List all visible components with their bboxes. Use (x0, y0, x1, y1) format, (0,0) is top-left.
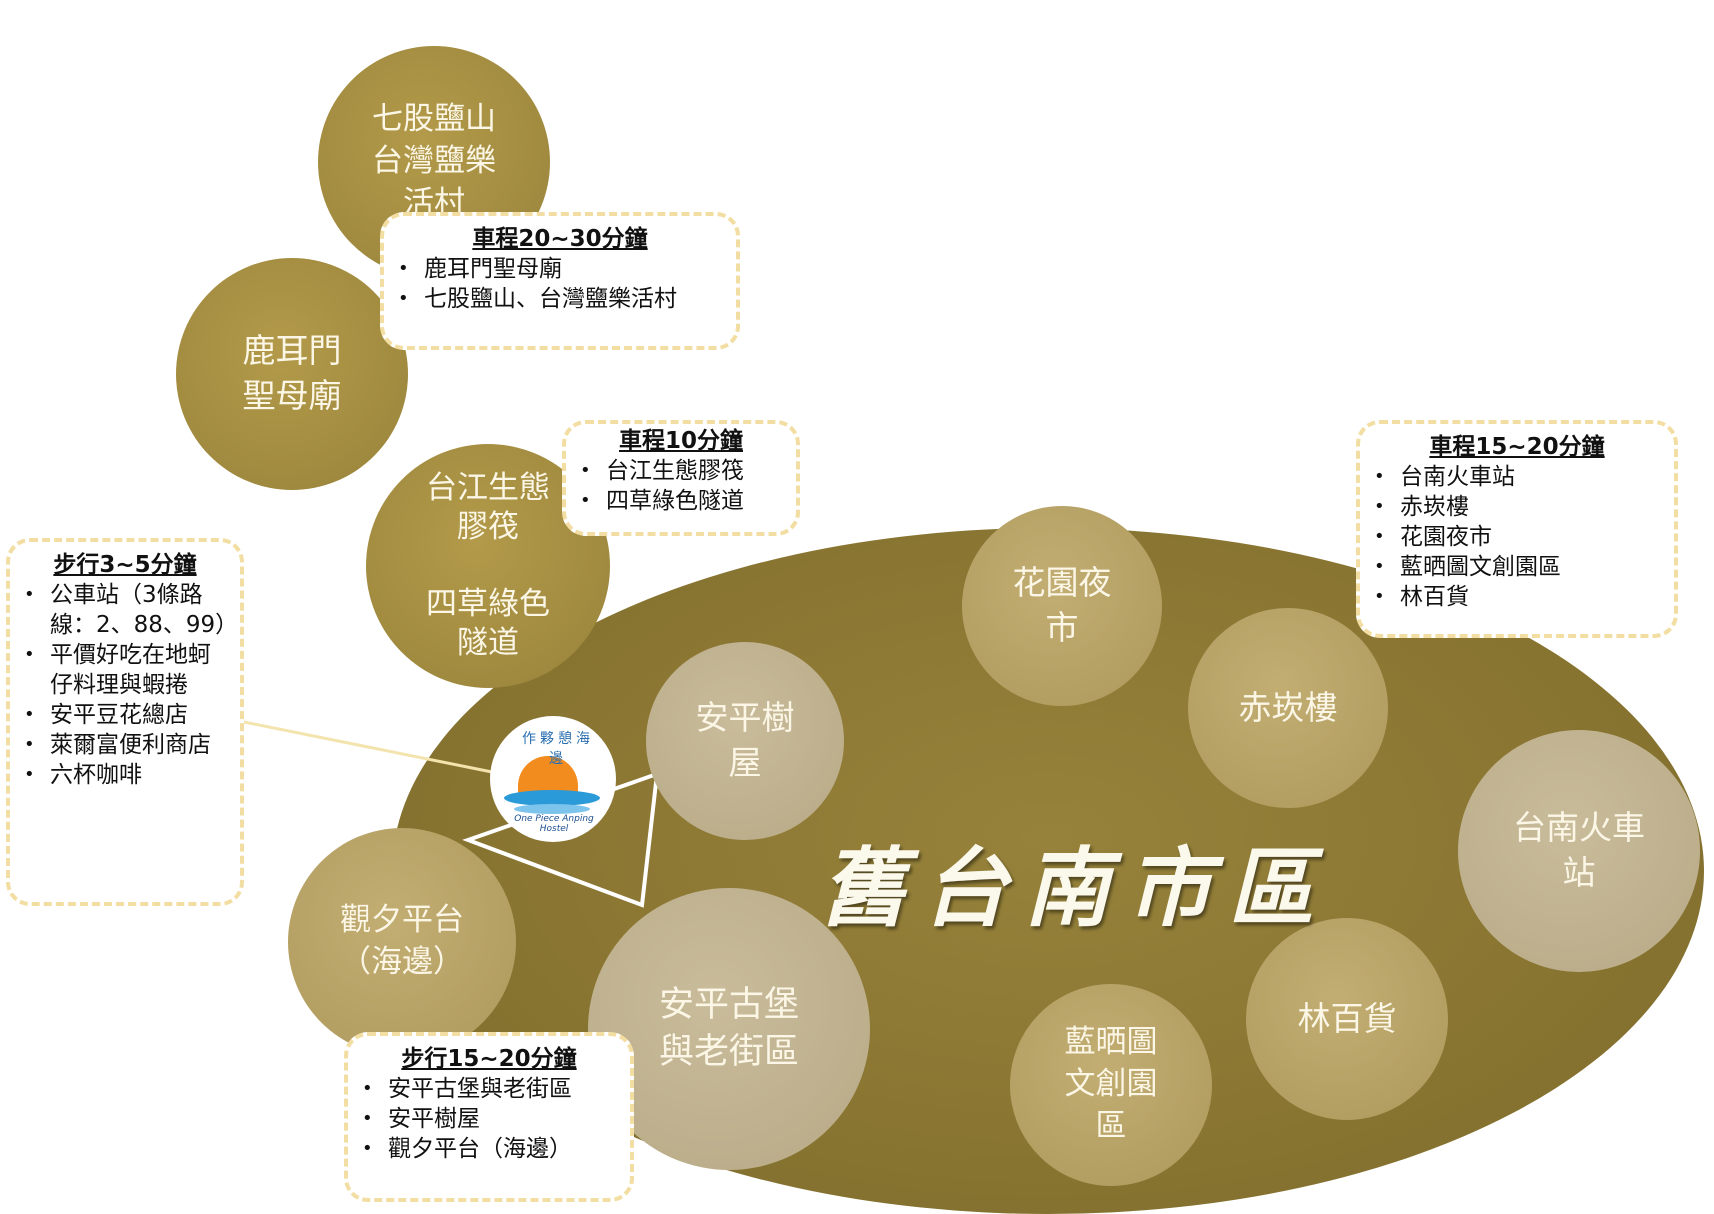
wave-icon (514, 804, 590, 814)
box-drive-20-30: 車程20~30分鐘 鹿耳門聖母廟 七股鹽山、台灣鹽樂活村 (380, 212, 740, 350)
list-item: 安平豆花總店 (24, 700, 230, 730)
circle-label: 安平樹 屋 (695, 698, 795, 782)
logo-subtitle: One Piece Anping Hostel (514, 814, 594, 834)
list-item: 藍晒圖文創園區 (1374, 552, 1664, 582)
box-drive-10: 車程10分鐘 台江生態膠筏 四草綠色隧道 (562, 420, 800, 536)
box-drive-15-20: 車程15~20分鐘 台南火車站 赤崁樓 花園夜市 藍晒圖文創園區 林百貨 (1356, 420, 1678, 638)
list-item: 安平樹屋 (362, 1104, 620, 1134)
list-item: 七股鹽山、台灣鹽樂活村 (398, 284, 726, 314)
circle-nightmarket: 花園夜 市 (962, 506, 1162, 706)
circle-guanxi: 觀夕平台 （海邊） (288, 828, 516, 1056)
circle-chikan: 赤崁樓 (1188, 608, 1388, 808)
district-title: 舊台南市區 (820, 838, 1330, 939)
list-item: 觀夕平台（海邊） (362, 1134, 620, 1164)
circle-label: 安平古堡 與老街區 (658, 984, 799, 1072)
walk-box-connector (243, 720, 493, 774)
list-item: 林百貨 (1374, 582, 1664, 612)
circle-label: 赤崁樓 (1238, 687, 1338, 727)
box-heading: 車程10分鐘 (618, 428, 743, 454)
circle-label: 林百貨 (1297, 998, 1397, 1038)
circle-hayashi: 林百貨 (1246, 918, 1448, 1120)
wave-icon (504, 790, 600, 806)
circle-treehouse: 安平樹 屋 (646, 642, 844, 840)
box-walk-15-20: 步行15~20分鐘 安平古堡與老街區 安平樹屋 觀夕平台（海邊） (344, 1032, 634, 1202)
circle-label: 藍晒圖 文創園 區 (1064, 1024, 1158, 1144)
circle-label: 七股鹽山 台灣鹽樂 活村 (372, 101, 496, 221)
circle-label: 台江生態 膠筏 四草綠色 隧道 (426, 470, 550, 662)
circle-label: 台南火車 站 (1513, 808, 1645, 892)
list-item: 公車站（3條路線：2、88、99） (24, 580, 238, 640)
circle-label: 花園夜 市 (1012, 563, 1112, 647)
circle-luermen: 鹿耳門 聖母廟 (176, 258, 408, 490)
list-item: 平價好吃在地蚵仔料理與蝦捲 (24, 640, 230, 700)
box-walk-3-5: 步行3~5分鐘 公車站（3條路線：2、88、99） 平價好吃在地蚵仔料理與蝦捲 … (6, 538, 244, 906)
logo-text: 作夥憩海邊 (522, 731, 594, 767)
list-item: 台南火車站 (1374, 462, 1664, 492)
list-item: 四草綠色隧道 (580, 486, 786, 516)
list-item: 鹿耳門聖母廟 (398, 254, 726, 284)
box-heading: 車程15~20分鐘 (1429, 434, 1605, 460)
list-item: 六杯咖啡 (24, 760, 230, 790)
list-item: 萊爾富便利商店 (24, 730, 230, 760)
list-item: 花園夜市 (1374, 522, 1664, 552)
circle-qigu: 七股鹽山 台灣鹽樂 活村 (318, 46, 550, 278)
circle-station: 台南火車 站 (1458, 730, 1700, 972)
circle-fort: 安平古堡 與老街區 (588, 888, 870, 1170)
hostel-logo: 作夥憩海邊 One Piece Anping Hostel (490, 716, 616, 842)
box-heading: 車程20~30分鐘 (472, 226, 648, 252)
box-heading: 步行15~20分鐘 (401, 1046, 577, 1072)
circle-blueprint: 藍晒圖 文創園 區 (1010, 984, 1212, 1186)
circle-taijiang: 台江生態 膠筏 四草綠色 隧道 (366, 444, 610, 688)
list-item: 台江生態膠筏 (580, 456, 786, 486)
list-item: 赤崁樓 (1374, 492, 1664, 522)
circle-label: 觀夕平台 （海邊） (340, 902, 464, 980)
list-item: 安平古堡與老街區 (362, 1074, 620, 1104)
circle-label: 鹿耳門 聖母廟 (242, 331, 342, 415)
box-heading: 步行3~5分鐘 (53, 552, 197, 578)
